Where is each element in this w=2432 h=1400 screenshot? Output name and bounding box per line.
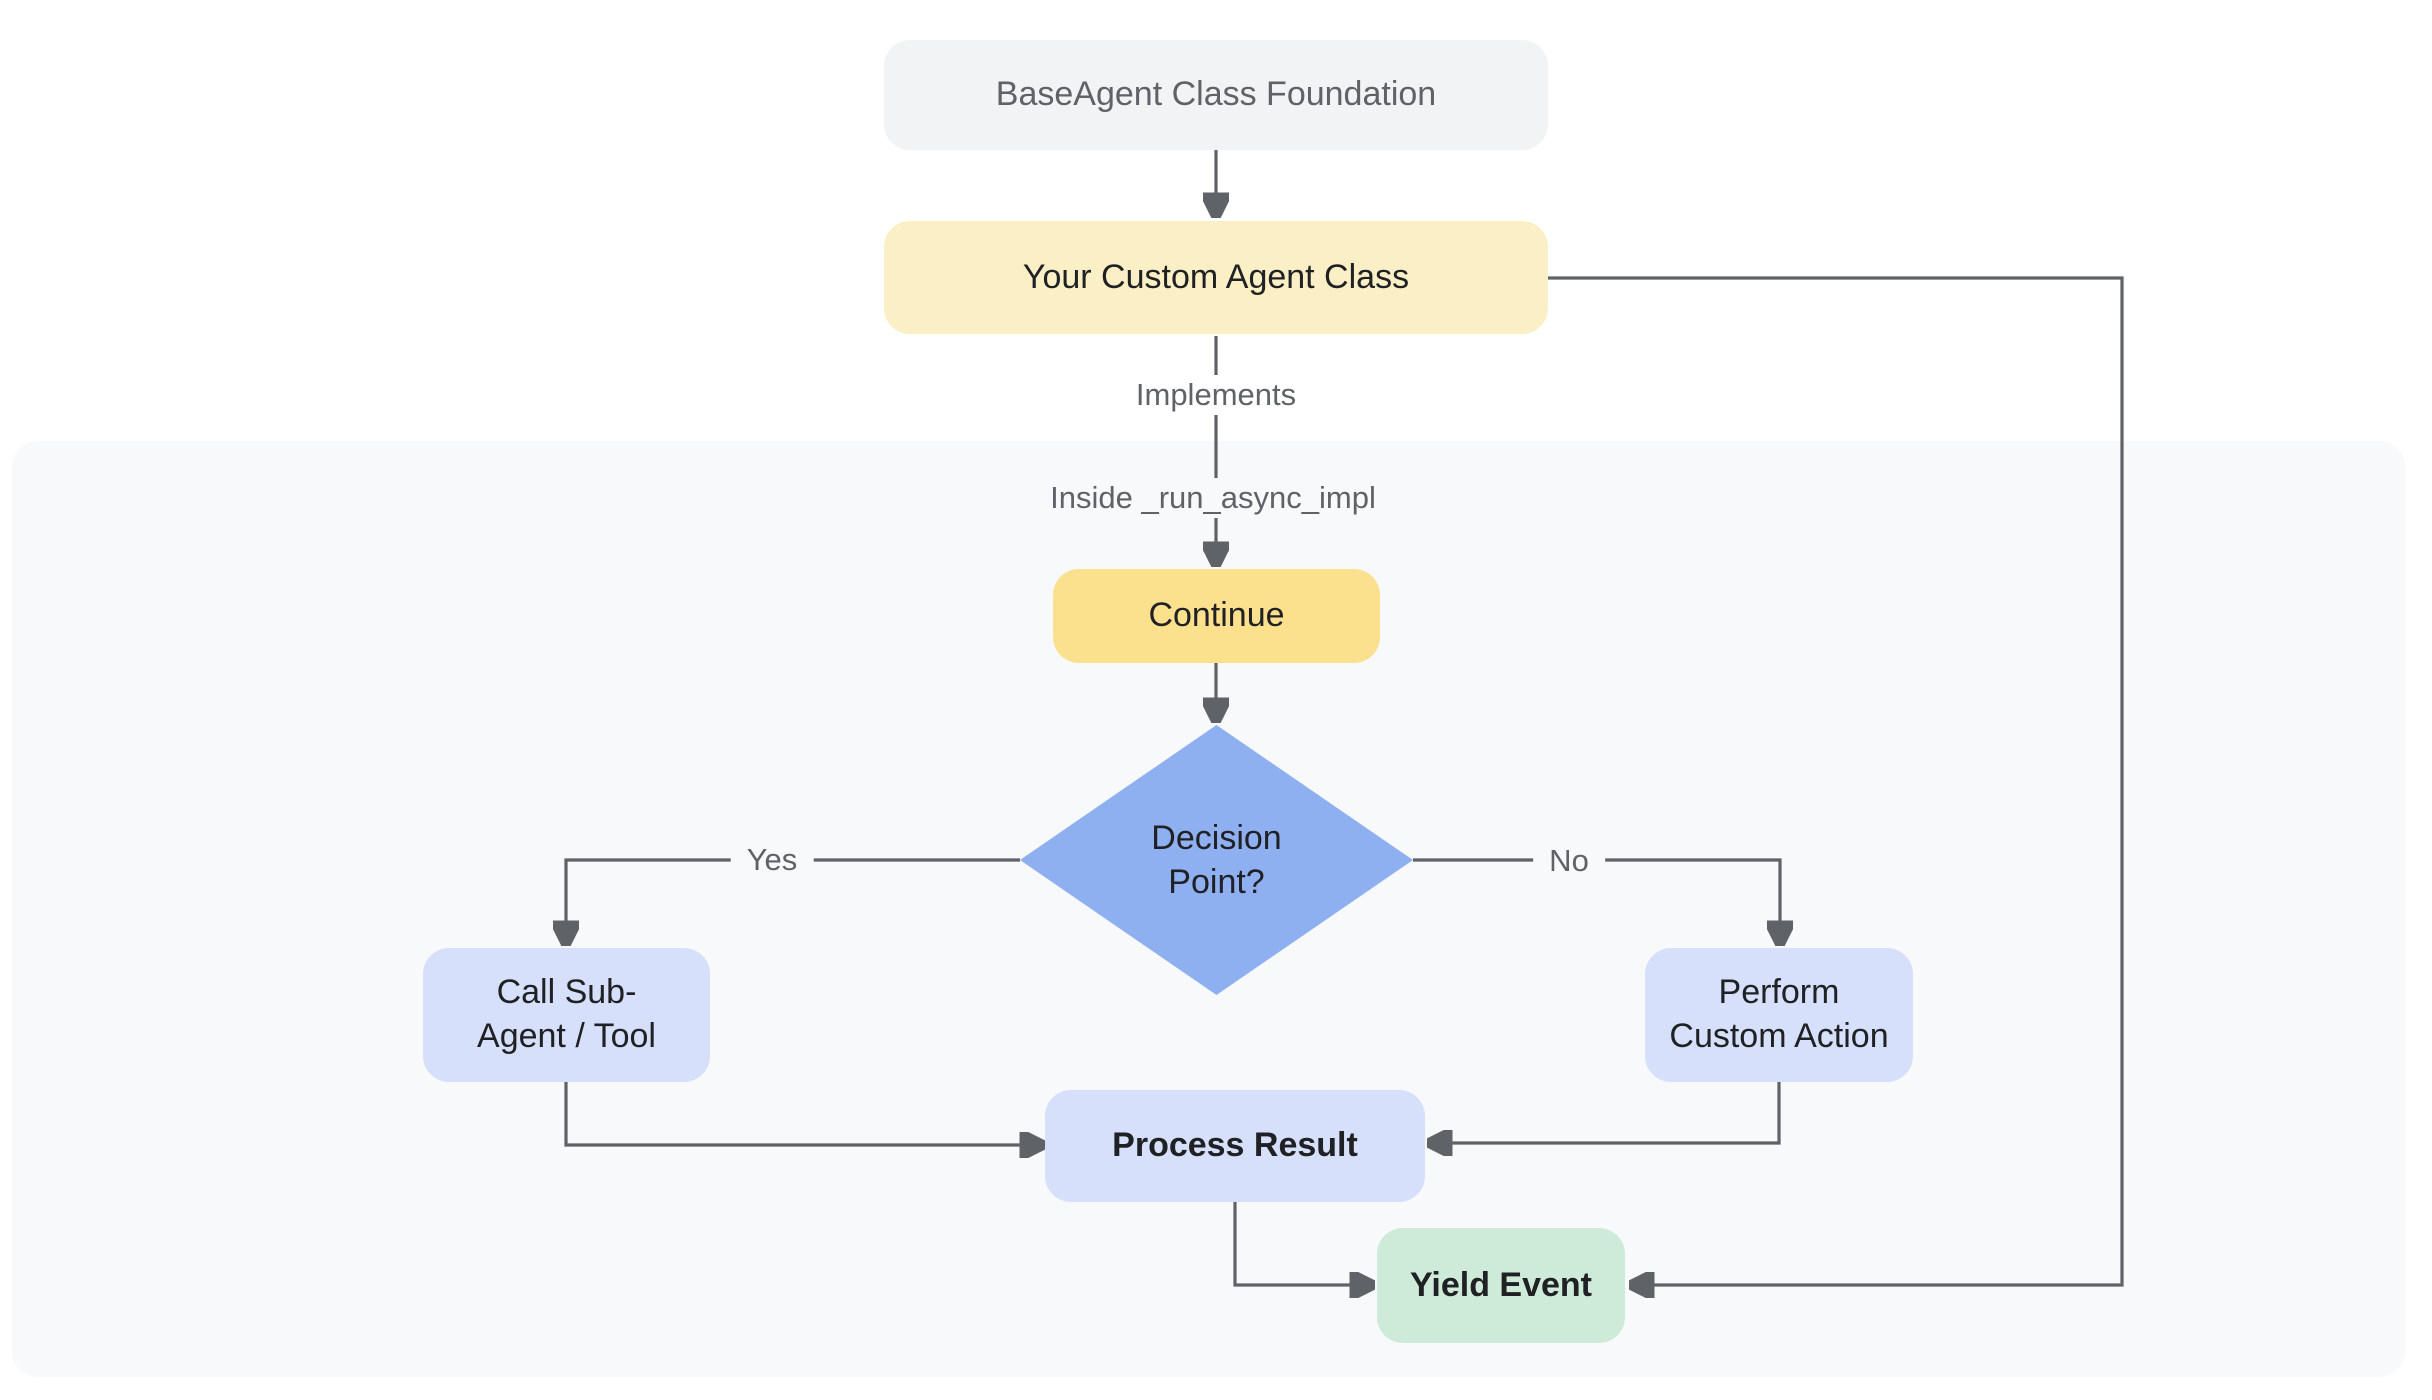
node-process-result-label: Process Result: [1112, 1126, 1358, 1165]
edge-label-yes: Yes: [730, 840, 814, 880]
edge-process-to-yield: [1233, 1202, 1370, 1285]
node-continue-label: Continue: [1148, 596, 1285, 635]
node-process-result: Process Result: [1045, 1090, 1425, 1202]
node-base-agent-label: BaseAgent Class Foundation: [995, 75, 1437, 114]
node-custom-agent-label: Your Custom Agent Class: [1022, 257, 1410, 296]
node-base-agent: BaseAgent Class Foundation: [884, 40, 1548, 150]
edge-label-inside-run-async-impl: Inside _run_async_impl: [1034, 478, 1392, 518]
node-decision-point-label: Decision Point?: [1151, 818, 1282, 901]
node-yield-event-label: Yield Event: [1409, 1265, 1593, 1304]
edge-decision-yes: [566, 858, 1020, 941]
node-continue: Continue: [1053, 569, 1380, 663]
edge-label-implements: Implements: [1119, 375, 1313, 415]
node-call-sub-agent: Call Sub-Agent / Tool: [423, 948, 710, 1082]
edge-perform-to-process: [1432, 1082, 1781, 1143]
edge-custom-to-yield-feedback: [1548, 276, 2124, 1285]
node-perform-custom-action-label: Perform Custom Action: [1669, 973, 1889, 1055]
node-call-sub-agent-label: Call Sub-Agent / Tool: [477, 973, 656, 1055]
node-yield-event: Yield Event: [1377, 1228, 1625, 1343]
edge-call-to-process: [564, 1082, 1040, 1145]
edge-label-no: No: [1533, 841, 1605, 881]
node-perform-custom-action: Perform Custom Action: [1645, 948, 1913, 1082]
node-custom-agent: Your Custom Agent Class: [884, 221, 1548, 334]
